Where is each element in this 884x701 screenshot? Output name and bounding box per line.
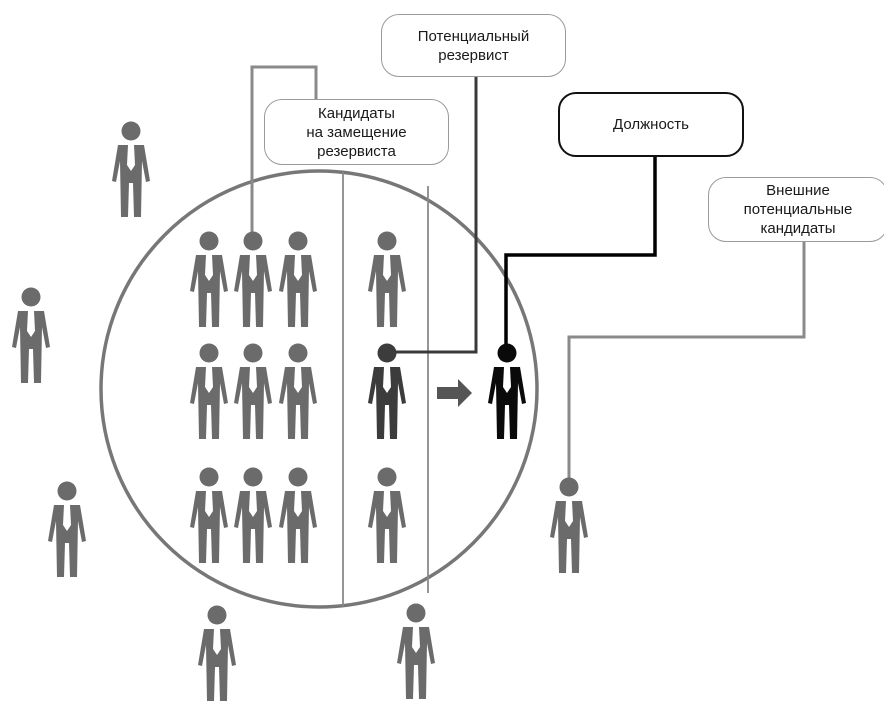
potential-reservist-line-1: Потенциальный [417, 27, 530, 45]
position-label: Должность [558, 92, 744, 157]
person-icon [190, 231, 228, 327]
talent-pool-circle [99, 169, 539, 609]
person-icon [112, 121, 150, 217]
person-icon [279, 467, 317, 563]
person-icon [368, 467, 406, 563]
candidates-label-line-3: резервиста [317, 142, 396, 160]
person-icon [368, 231, 406, 327]
person-icon [279, 343, 317, 439]
person-icon [12, 287, 50, 383]
external-line-3: кандидаты [760, 220, 836, 237]
candidates-label-line-2: на замещение [306, 123, 407, 141]
external-candidate-icon [550, 477, 588, 573]
connector-external [567, 242, 806, 479]
connector-candidates [250, 65, 318, 238]
person-icon [234, 231, 272, 327]
connector-potential-reservist [392, 76, 478, 354]
position-label-text: Должность [613, 116, 689, 133]
person-icon [397, 603, 435, 699]
candidate-group [190, 231, 317, 563]
candidates-label-line-1: Кандидаты [318, 104, 395, 122]
position-holder-icon [488, 343, 526, 439]
potential-reservist-line-2: резервист [438, 46, 509, 64]
external-candidates-label: Внешние потенциальные кандидаты [708, 177, 884, 242]
external-line-2: потенциальные [743, 201, 853, 218]
person-icon [198, 605, 236, 701]
person-icon [234, 467, 272, 563]
potential-reservist-label: Потенциальный резервист [381, 14, 566, 77]
person-icon [48, 481, 86, 577]
person-icon [190, 467, 228, 563]
external-line-1: Внешние [766, 182, 830, 199]
arrow-right-icon [437, 379, 472, 407]
reservist-person-icon [368, 343, 406, 439]
person-icon [234, 343, 272, 439]
person-icon [279, 231, 317, 327]
connector-position [504, 156, 657, 344]
person-icon [190, 343, 228, 439]
